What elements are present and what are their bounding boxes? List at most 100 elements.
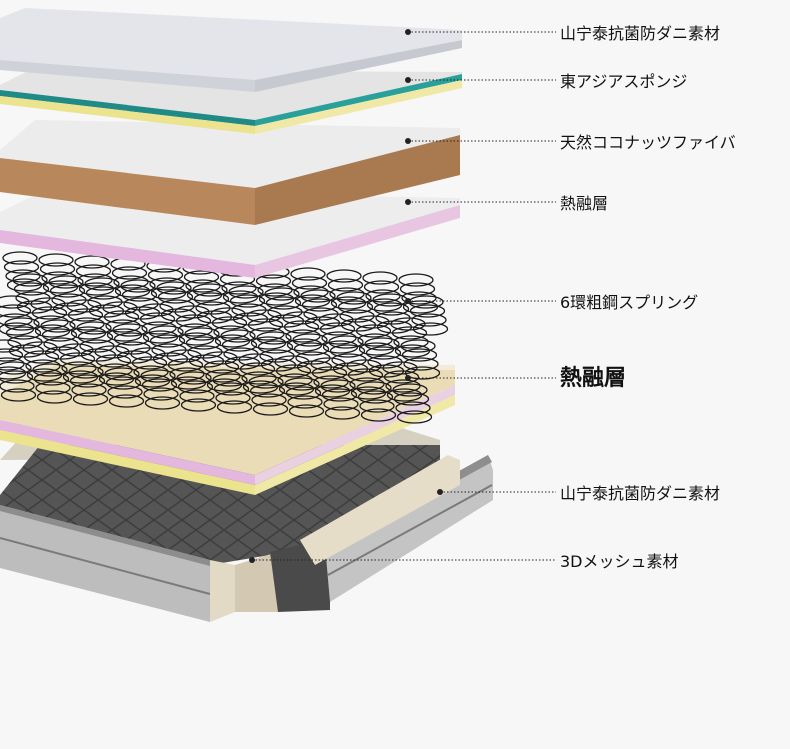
spring-coil-ring	[404, 366, 441, 380]
spring-coil-ring	[141, 378, 178, 392]
spring-coil-ring	[61, 361, 97, 375]
spring-coil-ring	[105, 376, 142, 390]
spring-coil-ring	[284, 377, 320, 391]
spring-coil-ring	[4, 317, 40, 331]
spring-coil-ring	[326, 269, 362, 283]
spring-coil-ring	[354, 315, 390, 329]
spring-coil-ring	[212, 373, 248, 387]
spring-coil-ring	[385, 379, 421, 393]
spring-coil-ring	[392, 383, 428, 397]
spring-coil-ring	[0, 295, 30, 309]
spring-coil-ring	[277, 373, 313, 387]
spring-coil-ring	[33, 315, 69, 329]
spring-coil-ring	[76, 321, 112, 335]
spring-coil-ring	[5, 326, 42, 340]
spring-coil-ring	[274, 355, 310, 369]
spring-coil-ring	[238, 353, 274, 367]
spring-coil-ring	[177, 380, 214, 394]
spring-coil-ring	[337, 300, 374, 314]
spring-coil-ring	[293, 285, 329, 299]
spring-coil-ring	[275, 364, 312, 378]
spring-coil-ring	[23, 350, 60, 364]
spring-coil-ring	[41, 271, 77, 285]
spring-coil-ring	[175, 314, 212, 328]
spring-coil-ring	[320, 379, 356, 393]
spring-coil-ring	[311, 366, 348, 380]
spring-coil-ring	[256, 331, 292, 345]
spring-coil-ring	[111, 266, 148, 280]
spring-coil-ring	[71, 383, 107, 397]
spring-coil-ring	[347, 368, 384, 382]
spring-coil-ring	[400, 339, 436, 353]
spring-coil-ring	[66, 299, 102, 313]
spring-coil-ring	[25, 359, 61, 373]
foam-board	[0, 70, 462, 134]
spring-coil-ring	[149, 334, 186, 348]
spring-coil-ring	[210, 307, 246, 321]
spring-coil-ring	[107, 385, 143, 399]
spring-coil-ring	[257, 283, 293, 297]
spring-coil-ring	[239, 362, 276, 376]
spring-coil-ring	[401, 348, 438, 362]
spring-coil-ring	[216, 400, 253, 414]
spring-coil-ring	[229, 294, 266, 308]
spring-coil-ring	[0, 357, 25, 371]
spring-coil-ring	[69, 317, 105, 331]
spring-coil-ring	[113, 332, 150, 346]
top-antibacterial-board	[0, 8, 462, 92]
spring-coil-ring	[409, 304, 446, 318]
spring-coil-ring	[149, 277, 185, 291]
spring-coil-ring	[38, 253, 74, 267]
spring-coil-ring	[249, 327, 285, 341]
label-springs: 6環粗鋼スプリング	[560, 293, 699, 312]
label-bottom-antibacterial: 山宁泰抗菌防ダニ素材	[560, 484, 721, 503]
spring-coil-ring	[293, 342, 330, 356]
spring-coil-ring	[364, 337, 400, 351]
base-frame	[0, 418, 493, 622]
spring-coil-ring	[169, 367, 205, 381]
spring-coil-ring	[356, 381, 392, 395]
spring-coil-ring	[39, 262, 76, 276]
spring-coil-ring	[221, 338, 258, 352]
spring-coil-ring	[220, 329, 256, 343]
spring-coil-ring	[133, 365, 169, 379]
spring-coil-ring	[120, 279, 156, 293]
spring-coil-ring	[264, 287, 300, 301]
spring-coil-ring	[103, 310, 140, 324]
spring-coil-ring	[205, 369, 241, 383]
label-coconut-fiber: 天然ココナッツファイバ	[560, 133, 736, 152]
spring-coil-ring	[58, 343, 94, 357]
spring-coil-ring	[59, 352, 96, 366]
spring-coil-ring	[0, 348, 24, 362]
spring-coil-ring	[130, 347, 166, 361]
spring-coil-ring	[147, 268, 184, 282]
spring-coil-ring	[355, 324, 392, 338]
spring-coil-ring	[185, 279, 221, 293]
spring-coil-ring	[329, 344, 366, 358]
spring-coil-ring	[327, 278, 364, 292]
spring-coil-ring	[112, 323, 148, 337]
spring-coil-ring	[68, 365, 104, 379]
spring-coil-ring	[213, 382, 250, 396]
spring-coil-ring	[31, 306, 68, 320]
label-foam: 東アジアスポンジ	[560, 72, 688, 91]
spring-coil-ring	[108, 394, 145, 408]
spring-coil-ring	[393, 392, 430, 406]
spring-coil-ring	[346, 359, 382, 373]
label-mesh: 3Dメッシュ素材	[560, 552, 679, 571]
spring-coil-ring	[72, 392, 109, 406]
spring-coil-ring	[32, 363, 68, 377]
spring-coil-ring	[319, 322, 356, 336]
spring-coil-ring	[246, 309, 282, 323]
spring-coil-ring	[211, 316, 248, 330]
spring-coil-ring	[247, 318, 284, 332]
spring-coil-ring	[257, 340, 294, 354]
label-heat-fusion-lower: 熱融層	[560, 366, 627, 391]
spring-coil-layer	[0, 251, 449, 424]
spring-coil-ring	[249, 384, 286, 398]
coconut-fiber-board	[0, 120, 460, 225]
spring-coil-ring	[221, 281, 257, 295]
spring-coil-ring	[285, 329, 321, 343]
spring-coil-ring	[121, 288, 158, 302]
